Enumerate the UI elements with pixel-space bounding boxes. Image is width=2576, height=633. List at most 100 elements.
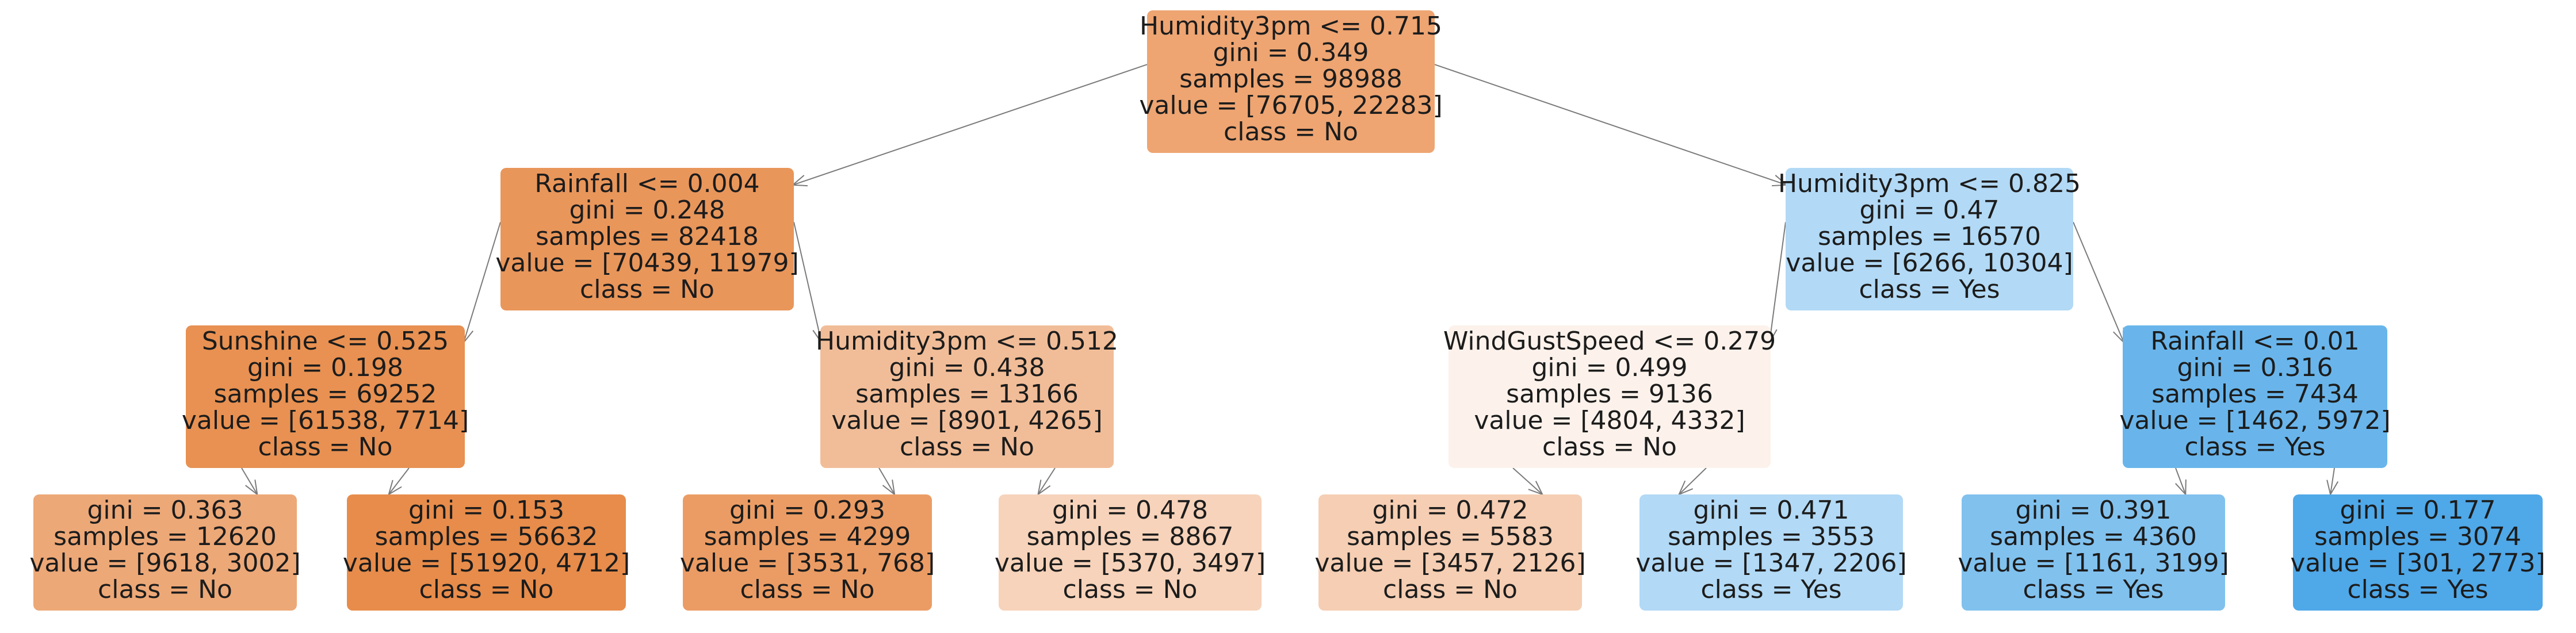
node-text-line: samples = 69252 (214, 379, 437, 409)
tree-edge (2175, 467, 2187, 495)
node-text-line: value = [61538, 7714] (182, 406, 469, 435)
node-text-line: class = No (1224, 117, 1358, 147)
node-text-line: value = [1161, 3199] (1958, 548, 2229, 578)
node-text-line: gini = 0.248 (569, 195, 725, 225)
node-text-line: Humidity3pm <= 0.715 (1140, 11, 1442, 41)
node-text-line: WindGustSpeed <= 0.279 (1443, 327, 1776, 356)
node-text-line: value = [9618, 3002] (29, 548, 300, 578)
node-box (1639, 494, 1903, 611)
node-text-line: gini = 0.316 (2177, 353, 2333, 382)
node-text-line: class = No (419, 575, 554, 604)
node-box (820, 325, 1114, 468)
node-text-line: value = [51920, 4712] (343, 548, 630, 578)
node-text-line: value = [3457, 2126] (1314, 548, 1585, 578)
node-text-line: samples = 7434 (2151, 379, 2359, 409)
node-text-line: class = No (900, 432, 1034, 462)
node-text-line: class = No (258, 432, 393, 462)
node-text-line: class = Yes (2023, 575, 2164, 604)
node-text-line: class = No (1383, 575, 1518, 604)
node-box (1147, 10, 1435, 153)
node-text-line: samples = 13166 (855, 379, 1079, 409)
node-text-line: gini = 0.293 (729, 496, 885, 525)
node-box (1786, 168, 2073, 310)
tree-edge (1434, 64, 1787, 186)
tree-edge (1769, 222, 1786, 343)
node-text-line: samples = 8867 (1027, 522, 1234, 551)
node-text-line: value = [301, 2773] (2290, 548, 2545, 578)
tree-edge (1037, 467, 1056, 495)
node-text-line: Sunshine <= 0.525 (202, 327, 449, 356)
node-text-line: class = Yes (2184, 432, 2325, 462)
node-text-line: samples = 12620 (53, 522, 277, 551)
node-box (683, 494, 932, 611)
node-text-line: gini = 0.153 (408, 496, 564, 525)
node-text-line: value = [6266, 10304] (1786, 248, 2073, 278)
node-text-line: gini = 0.47 (1859, 195, 1999, 225)
node-text-line: Humidity3pm <= 0.512 (816, 327, 1118, 356)
node-text-line: gini = 0.349 (1213, 38, 1369, 67)
node-text-line: Humidity3pm <= 0.825 (1778, 169, 2081, 198)
node-text-line: samples = 5583 (1347, 522, 1554, 551)
node-box (2293, 494, 2543, 611)
node-box (1448, 325, 1771, 468)
node-text-line: samples = 4360 (1990, 522, 2197, 551)
node-box (1318, 494, 1582, 611)
node-box (2123, 325, 2387, 468)
tree-edge (793, 222, 822, 343)
node-text-line: gini = 0.471 (1693, 496, 1849, 525)
node-text-line: samples = 16570 (1818, 222, 2041, 251)
tree-edge (2073, 221, 2124, 343)
tree-edge (792, 64, 1148, 186)
node-text-line: gini = 0.472 (1372, 496, 1528, 525)
tree-edge (1512, 467, 1543, 495)
node-text-line: Rainfall <= 0.01 (2150, 327, 2359, 356)
node-box (186, 325, 465, 468)
node-text-line: value = [1462, 5972] (2119, 406, 2390, 435)
node-text-line: samples = 56632 (375, 522, 598, 551)
node-text-line: gini = 0.478 (1052, 496, 1208, 525)
node-box (347, 494, 626, 611)
node-text-line: samples = 98988 (1179, 64, 1402, 94)
node-text-line: samples = 3553 (1668, 522, 1875, 551)
node-text-line: class = Yes (1859, 275, 2000, 304)
node-text-line: gini = 0.391 (2015, 496, 2171, 525)
node-text-line: value = [8901, 4265] (831, 406, 1102, 435)
node-text-line: samples = 4299 (704, 522, 911, 551)
node-text-line: class = No (580, 275, 714, 304)
node-text-line: gini = 0.438 (889, 353, 1045, 382)
node-text-line: samples = 9136 (1506, 379, 1713, 409)
node-box (999, 494, 1262, 611)
node-text-line: class = Yes (2347, 575, 2488, 604)
node-box (33, 494, 297, 611)
node-text-line: samples = 3074 (2314, 522, 2521, 551)
node-text-line: value = [76705, 22283] (1139, 91, 1442, 120)
node-text-line: value = [3531, 768] (680, 548, 935, 578)
node-text-line: samples = 82418 (536, 222, 759, 251)
node-text-line: class = No (98, 575, 232, 604)
node-text-line: gini = 0.177 (2340, 496, 2495, 525)
node-box (500, 168, 794, 310)
tree-edge (1679, 467, 1707, 495)
tree-edge (2330, 467, 2335, 495)
node-text-line: class = No (1542, 432, 1677, 462)
node-text-line: value = [5370, 3497] (995, 548, 1266, 578)
node-text-line: class = No (1063, 575, 1198, 604)
node-text-line: gini = 0.363 (87, 496, 243, 525)
tree-edge (463, 221, 501, 343)
node-text-line: class = Yes (1700, 575, 1841, 604)
